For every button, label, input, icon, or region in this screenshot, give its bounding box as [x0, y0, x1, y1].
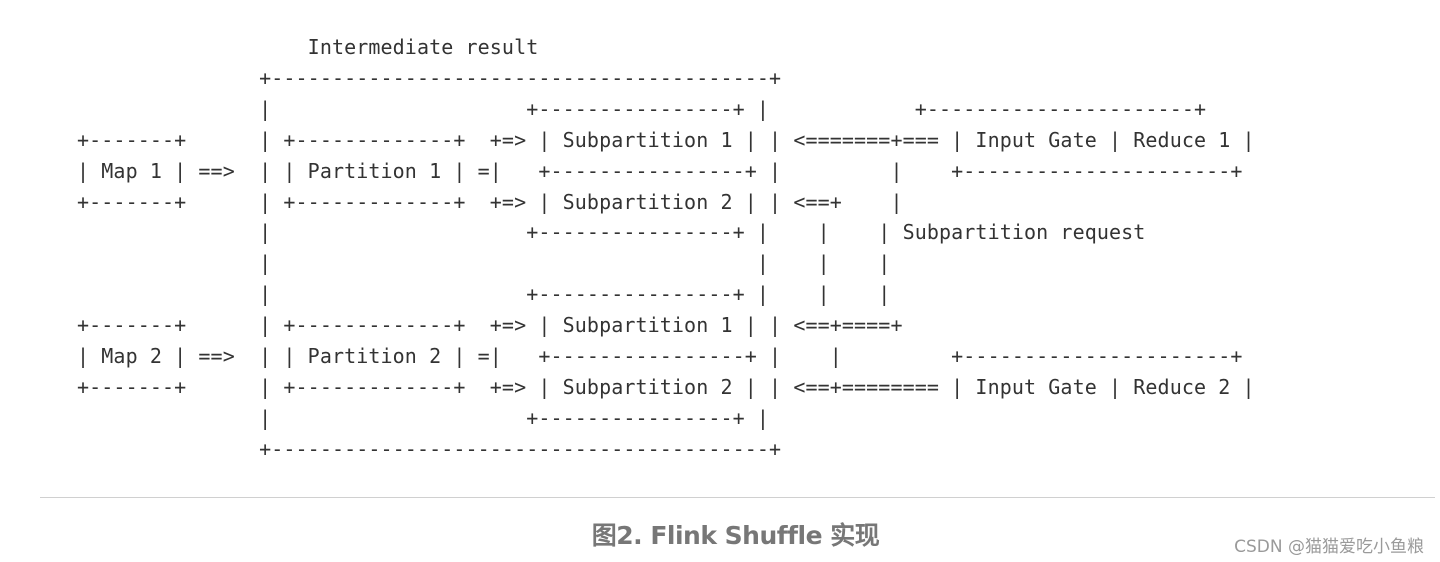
diagram-line: | Map 1 | ==> | | Partition 1 | =| +----… [77, 158, 1243, 183]
diagram-line: +-------+ | +-------------+ +=> | Subpar… [77, 313, 903, 338]
diagram-line: | +----------------+ | +----------------… [77, 96, 1207, 121]
diagram-line: +---------------------------------------… [77, 436, 782, 461]
diagram-line: +---------------------------------------… [77, 65, 782, 90]
diagram-line: +-------+ | +-------------+ +=> | Subpar… [77, 374, 1255, 399]
ascii-shuffle-diagram: Intermediate result +-------------------… [77, 32, 1255, 465]
diagram-line: | | | | [77, 251, 891, 276]
diagram-line: +-------+ | +-------------+ +=> | Subpar… [77, 127, 1255, 152]
diagram-line: | +----------------+ | [77, 405, 770, 430]
diagram-line: Intermediate result [77, 35, 539, 59]
watermark: CSDN @猫猫爱吃小鱼粮 [1234, 537, 1424, 557]
diagram-line: | Map 2 | ==> | | Partition 2 | =| +----… [77, 344, 1243, 369]
diagram-line: +-------+ | +-------------+ +=> | Subpar… [77, 189, 903, 214]
figure-caption: 图2. Flink Shuffle 实现 [591, 521, 880, 550]
diagram-line: | +----------------+ | | | [77, 282, 891, 307]
diagram-line: | +----------------+ | | | Subpartition … [77, 220, 1146, 245]
divider-line [40, 497, 1435, 498]
